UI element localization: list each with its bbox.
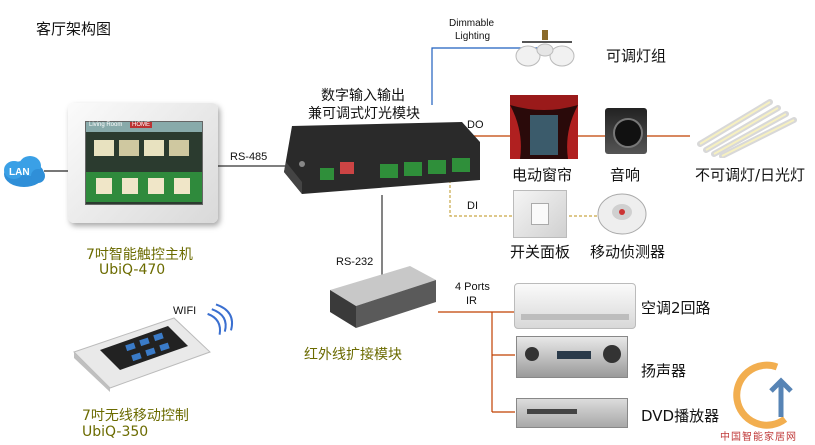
touch-panel-model: UbiQ-470 bbox=[99, 262, 166, 278]
dimmable-group-label: 可调灯组 bbox=[606, 47, 667, 65]
ir-ports-label-2: IR bbox=[466, 295, 477, 307]
screen-tile-icon bbox=[169, 140, 189, 156]
curtain-icon bbox=[510, 95, 578, 159]
ac-label: 空调2回路 bbox=[641, 299, 711, 317]
wireless-panel-name: 7吋无线移动控制 bbox=[82, 408, 189, 424]
dimmable-lamp-icon bbox=[512, 28, 582, 70]
dvd-label: DVD播放器 bbox=[641, 407, 720, 425]
screen-header: Living Room HOME bbox=[86, 122, 202, 132]
screen-header-text: Living Room bbox=[89, 122, 123, 128]
switch-panel-label: 开关面板 bbox=[510, 243, 571, 261]
ir-ports-label-1: 4 Ports bbox=[455, 281, 490, 293]
wireless-panel-device bbox=[64, 312, 214, 392]
fluorescent-lamp-icon bbox=[690, 98, 800, 159]
dimmable-label-2: Lighting bbox=[455, 31, 491, 42]
amplifier-label: 扬声器 bbox=[641, 362, 687, 380]
screen-tile-icon bbox=[144, 140, 164, 156]
rs232-label: RS-232 bbox=[336, 256, 374, 268]
ir-module-device bbox=[326, 262, 438, 332]
watermark-text: 中国智能家居网 bbox=[720, 432, 797, 443]
motion-sensor-label: 移动侦测器 bbox=[590, 243, 666, 261]
do-label: DO bbox=[467, 119, 484, 131]
screen-tile-icon bbox=[94, 140, 114, 156]
page-title: 客厅架构图 bbox=[36, 20, 112, 38]
dimmable-line bbox=[431, 47, 540, 105]
wireless-panel-model: UbiQ-350 bbox=[82, 424, 149, 440]
screen-tab: HOME bbox=[130, 122, 153, 128]
wifi-signal-icon bbox=[205, 300, 245, 340]
di-label: DI bbox=[467, 200, 478, 212]
speaker-audio-icon bbox=[605, 108, 647, 154]
switch-panel-icon bbox=[513, 190, 567, 238]
air-conditioner-icon bbox=[514, 283, 636, 329]
dimmable-label-1: Dimmable bbox=[449, 18, 495, 29]
touch-panel-name: 7吋智能触控主机 bbox=[86, 247, 193, 263]
ir-module-name: 红外线扩接模块 bbox=[304, 347, 402, 363]
rs485-label: RS-485 bbox=[230, 151, 268, 163]
fluorescent-label: 不可调灯/日光灯 bbox=[695, 166, 806, 184]
wifi-label: WIFI bbox=[173, 305, 197, 317]
watermark-logo-icon bbox=[725, 355, 805, 435]
lan-cloud-icon bbox=[0, 152, 46, 192]
speaker-audio-label: 音响 bbox=[610, 166, 641, 184]
dvd-player-icon bbox=[516, 398, 628, 428]
lighting-module-name-1: 数字输入输出 bbox=[321, 88, 405, 104]
amplifier-icon bbox=[516, 336, 628, 378]
lighting-module-name-2: 兼可调式灯光模块 bbox=[308, 106, 420, 122]
screen-tile-icon bbox=[119, 140, 139, 156]
curtain-label: 电动窗帘 bbox=[512, 166, 573, 184]
touch-panel-screen: Living Room HOME bbox=[85, 121, 203, 205]
lighting-module-device bbox=[282, 122, 482, 196]
screen-footer-bar bbox=[86, 172, 202, 202]
lan-label: LAN bbox=[9, 167, 30, 178]
motion-sensor-icon bbox=[596, 188, 648, 236]
touch-panel-device: Living Room HOME bbox=[68, 103, 218, 223]
lan-cable bbox=[44, 170, 68, 172]
